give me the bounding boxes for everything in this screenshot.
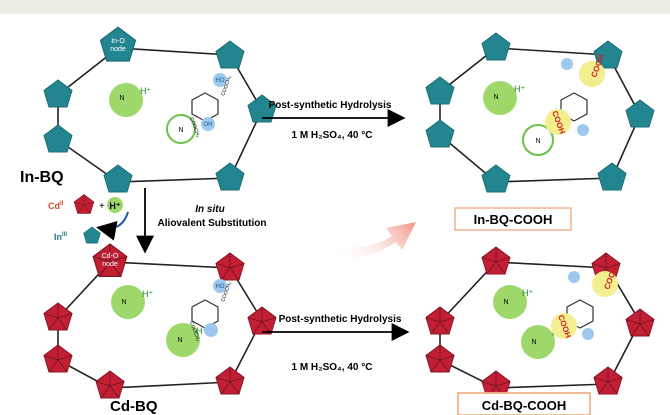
in-o-node: In-O node (99, 26, 137, 62)
in-bq-cooh-label: In-BQ-COOH (474, 212, 553, 227)
in-ion-icon (83, 226, 101, 244)
svg-text:H⁺: H⁺ (142, 289, 153, 299)
in-ion-label: InIII (54, 232, 67, 242)
h-plus-circle (107, 197, 123, 213)
svg-text:N: N (535, 138, 540, 145)
svg-text:N: N (503, 299, 508, 306)
svg-text:N: N (119, 95, 124, 102)
svg-text:H⁺: H⁺ (514, 84, 525, 94)
teal-node (43, 79, 73, 108)
h-plus: H⁺ (140, 86, 151, 96)
svg-text:HO: HO (216, 78, 225, 84)
teal-node (215, 162, 245, 191)
cd-bq-cooh-label: Cd-BQ-COOH (482, 398, 567, 413)
svg-text:H⁺: H⁺ (196, 326, 207, 336)
svg-text:H⁺: H⁺ (109, 201, 120, 211)
svg-text:node: node (102, 261, 118, 268)
aliovalent-label: Aliovalent Substitution (158, 218, 267, 229)
teal-node (103, 164, 133, 193)
in-situ-label: In situ (195, 204, 224, 215)
svg-text:+: + (99, 201, 105, 212)
svg-text:HO: HO (216, 284, 225, 290)
header-strip (0, 0, 670, 14)
cd-ion-label: CdII (48, 201, 64, 211)
exchange-arrow (96, 211, 129, 241)
cd-bq-cooh-framework: N H⁺ N H⁺ COOH COOH (425, 246, 655, 399)
cd-bq-framework: Cd-O node N H⁺ N H⁺ HO COOCH₃ COOCH₃ (43, 243, 277, 399)
conditions-label-bottom: 1 M H₂SO₄, 40 °C (291, 362, 372, 373)
svg-text:H⁺: H⁺ (522, 288, 533, 298)
svg-text:N: N (177, 337, 182, 344)
in-bq-label: In-BQ (20, 169, 64, 186)
svg-text:OH: OH (204, 122, 213, 128)
cd-ion-icon (73, 194, 95, 214)
cd-o-node: Cd-O node (92, 243, 128, 277)
hydrolysis-label-top: Post-synthetic Hydrolysis (269, 100, 392, 111)
svg-text:N: N (121, 299, 126, 306)
equivalence-arrow (300, 222, 416, 259)
cd-bq-label: Cd-BQ (110, 398, 158, 415)
hydrolysis-label-bottom: Post-synthetic Hydrolysis (279, 314, 402, 325)
svg-text:N: N (178, 127, 183, 134)
in-node-label-1: In-O (111, 38, 125, 45)
bq-linker: HO OH COOCH₃ COOCH₃ (188, 73, 233, 138)
cd-bq-cooh-label-box (457, 392, 591, 415)
cooh-highlight (545, 109, 571, 135)
in-bq-cooh-framework: N H⁺ N COOH COOH (425, 32, 655, 193)
in-bq-framework: In-O node N H⁺ N HO OH COOCH₃ COOCH₃ (43, 26, 277, 193)
cooh-highlight (579, 61, 605, 87)
dma-neutral-circle (522, 124, 554, 156)
teal-node (215, 40, 245, 69)
svg-text:COOCH₃: COOCH₃ (188, 117, 201, 138)
in-node-label-2: node (110, 46, 126, 53)
svg-text:N: N (531, 339, 536, 346)
svg-text:N: N (493, 94, 498, 101)
conditions-label-top: 1 M H₂SO₄, 40 °C (291, 130, 372, 141)
dma-cation-circle (109, 83, 143, 117)
dma-neutral-circle (166, 114, 196, 144)
in-bq-cooh-label-box (454, 207, 572, 231)
dma-cation-circle (483, 81, 517, 115)
svg-text:Cd-O: Cd-O (102, 253, 119, 260)
teal-node (43, 124, 73, 153)
